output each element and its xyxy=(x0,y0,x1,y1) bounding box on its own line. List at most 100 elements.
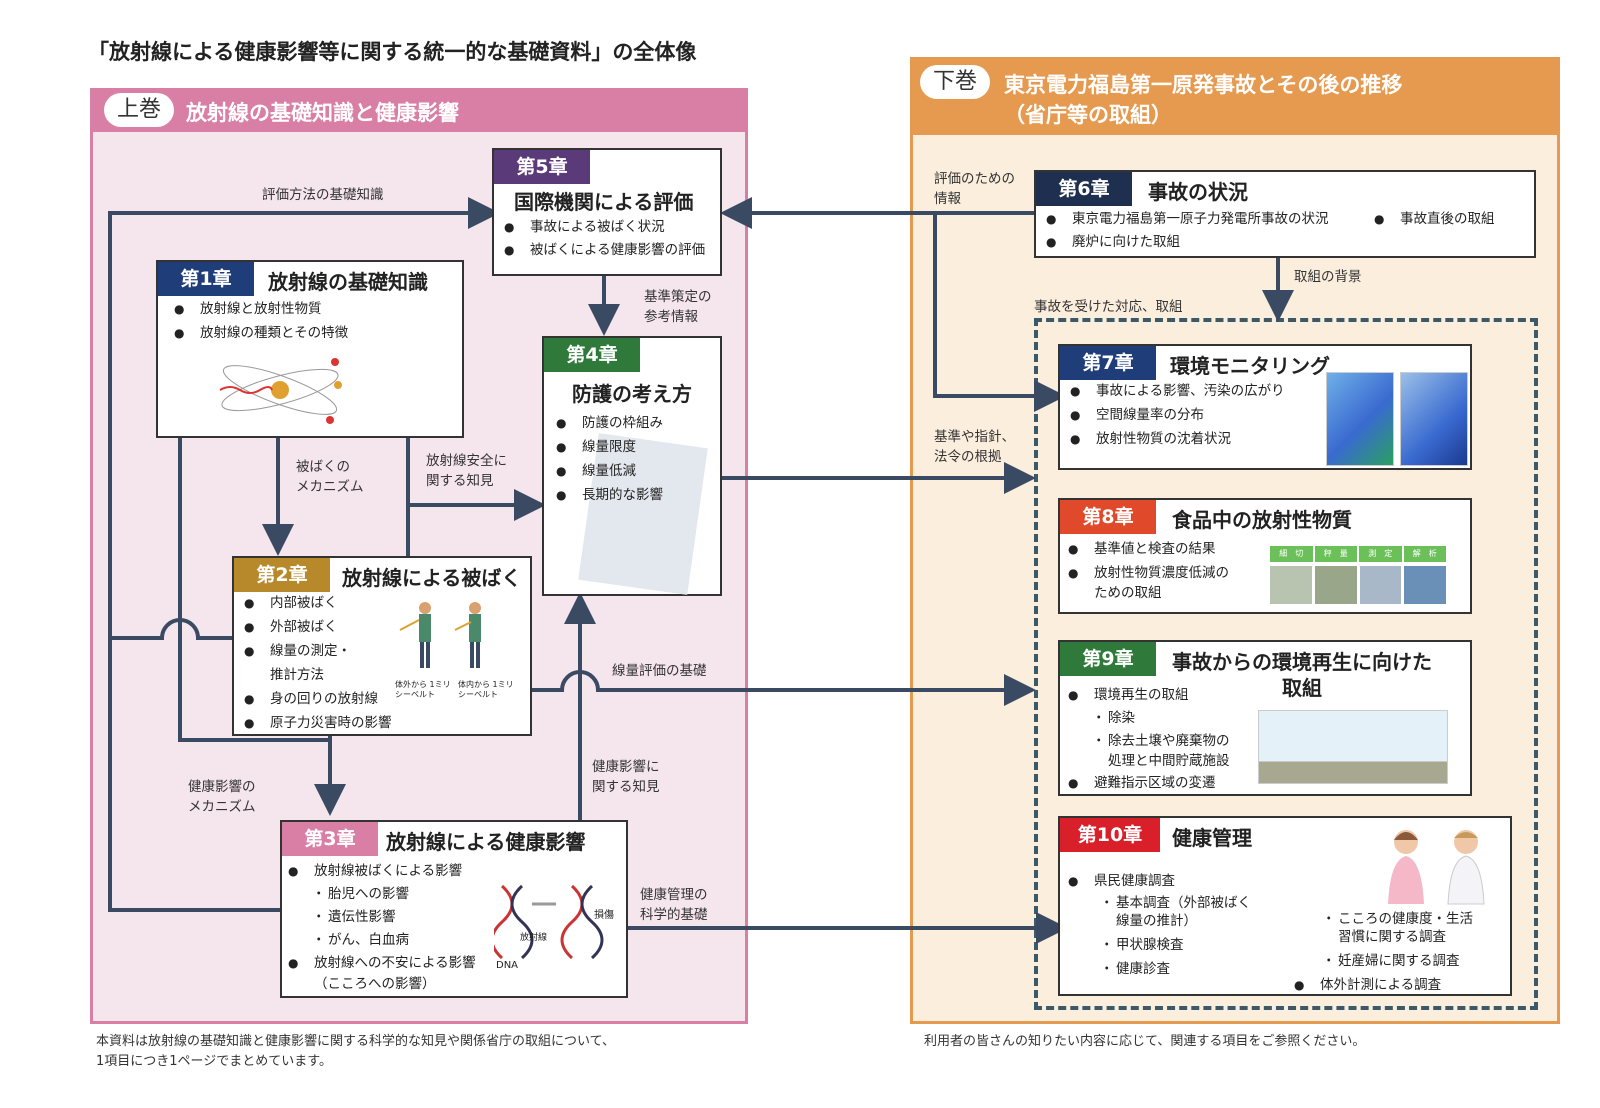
chapter-10-tag: 第10章 xyxy=(1060,818,1160,852)
label-health-know-2: 関する知見 xyxy=(592,779,660,795)
fig-label-damage: 損傷 xyxy=(594,910,614,921)
chapter-5-item: 事故による被ばく状況 xyxy=(504,216,665,239)
chapter-5-item: 被ばくによる健康影響の評価 xyxy=(504,239,705,262)
label-eval-basic: 評価方法の基礎知識 xyxy=(262,187,384,203)
flow-step: 細 切 xyxy=(1270,546,1313,562)
chapter-6-tag: 第6章 xyxy=(1036,172,1132,206)
chapter-10-item: 県民健康調査 xyxy=(1068,870,1175,893)
chapter-7-item: 事故による影響、汚染の広がり xyxy=(1070,380,1285,403)
chapter-4-item: 防護の枠組み xyxy=(556,412,663,435)
fig-label-internal: 体内から 1ミリシーベルト xyxy=(458,680,514,699)
chapter-3-subitem: 胎児への影響 xyxy=(290,883,409,906)
radiation-illustration xyxy=(219,358,342,424)
label-hm-basis-2: 科学的基礎 xyxy=(640,907,708,923)
label-response: 事故を受けた対応、取組 xyxy=(1034,299,1183,315)
footer-left-line-2: 1項目につき1ページでまとめています。 xyxy=(96,1054,332,1069)
label-safety-2: 関する知見 xyxy=(426,473,494,489)
lower-volume-subtitle: （省庁等の取組） xyxy=(1004,103,1172,127)
footer-left-line-1: 本資料は放射線の基礎知識と健康影響に関する科学的な知見や関係省庁の取組について、 xyxy=(96,1034,615,1049)
flow-step: 測 定 xyxy=(1359,546,1402,562)
chapter-9-subitem: 除染 xyxy=(1070,707,1135,730)
flow-step: 解 析 xyxy=(1403,546,1446,562)
chapter-5-title: 国際機関による評価 xyxy=(514,190,694,214)
chapter-2-tag: 第2章 xyxy=(234,558,330,592)
chapter-4-item: 線量限度 xyxy=(556,436,636,459)
chapter-4-item: 線量低減 xyxy=(556,460,636,483)
chapter-4-title: 防護の考え方 xyxy=(572,382,692,406)
chapter-8-title: 食品中の放射性物質 xyxy=(1172,508,1352,532)
chapter-2-item-cont: 推計方法 xyxy=(270,667,324,683)
label-safety-1: 放射線安全に xyxy=(426,453,507,469)
chapter-5-tag: 第5章 xyxy=(494,150,590,184)
chapter-2-item: 原子力災害時の影響 xyxy=(244,712,392,735)
upper-volume-title: 放射線の基礎知識と健康影響 xyxy=(186,101,459,125)
lower-volume-title: 東京電力福島第一原発事故とその後の推移 xyxy=(1004,73,1403,97)
chapter-9-tag: 第9章 xyxy=(1060,642,1156,676)
chapter-8-item: 基準値と検査の結果 xyxy=(1068,538,1216,561)
chapter-6-item: 東京電力福島第一原子力発電所事故の状況 xyxy=(1046,208,1329,231)
chapter-10-subitem-cont: 習慣に関する調査 xyxy=(1338,929,1446,945)
fig-label-external: 体外から 1ミリシーベルト xyxy=(395,680,451,699)
chapter-10-title: 健康管理 xyxy=(1172,826,1252,850)
footer-right: 利用者の皆さんの知りたい内容に応じて、関連する項目をご参照ください。 xyxy=(924,1034,1366,1049)
label-health-mech-2: メカニズム xyxy=(188,799,256,815)
doctor-patient-illustration xyxy=(1388,830,1485,905)
remediation-illustration xyxy=(1258,710,1448,784)
chapter-1-tag: 第1章 xyxy=(158,262,254,296)
chapter-3-tag: 第3章 xyxy=(282,822,378,856)
chapter-6-title: 事故の状況 xyxy=(1148,180,1248,204)
upper-volume-tag: 上巻 xyxy=(104,93,174,127)
label-std-basis-2: 法令の根拠 xyxy=(934,449,1002,465)
chapter-7-tag: 第7章 xyxy=(1060,346,1156,380)
chapter-1-item: 放射線の種類とその特徴 xyxy=(174,322,348,345)
label-std-ref-1: 基準策定の xyxy=(644,289,712,305)
chapter-1-item: 放射線と放射性物質 xyxy=(174,298,322,321)
chapter-7-title: 環境モニタリング xyxy=(1170,354,1330,378)
chapter-7-item: 放射性物質の沈着状況 xyxy=(1070,428,1231,451)
page-title: 「放射線による健康影響等に関する統一的な基礎資料」の全体像 xyxy=(88,40,697,64)
chapter-3-item-cont: （こころへの影響） xyxy=(314,976,436,992)
chapter-1-title: 放射線の基礎知識 xyxy=(268,270,428,294)
chapter-3-subitem: 遺伝性影響 xyxy=(290,906,396,929)
chapter-3-item: 放射線被ばくによる影響 xyxy=(288,860,462,883)
chapter-4-item: 長期的な影響 xyxy=(556,484,663,507)
inspection-photos xyxy=(1270,566,1446,604)
chapter-6-item: 廃炉に向けた取組 xyxy=(1046,231,1180,254)
label-info-2: 情報 xyxy=(934,191,961,207)
lower-volume-tag: 下巻 xyxy=(920,65,990,99)
label-hm-basis-1: 健康管理の xyxy=(640,887,708,903)
chapter-2-item: 内部被ばく xyxy=(244,592,338,615)
chapter-9-item: 避難指示区域の変遷 xyxy=(1068,772,1216,795)
person-dose-illustration xyxy=(399,602,481,668)
label-background: 取組の背景 xyxy=(1294,269,1362,285)
chapter-9-subitem-cont: 処理と中間貯蔵施設 xyxy=(1108,753,1230,769)
label-mech-exp-1: 被ばくの xyxy=(296,459,350,475)
chapter-6-item: 事故直後の取組 xyxy=(1374,208,1495,231)
chapter-3-item: 放射線への不安による影響 xyxy=(288,952,476,975)
chapter-10-subitem: 甲状腺検査 xyxy=(1078,934,1184,957)
chapter-2-item: 線量の測定・ xyxy=(244,640,351,663)
label-mech-exp-2: メカニズム xyxy=(296,479,364,495)
label-std-basis-1: 基準や指針、 xyxy=(934,429,1015,445)
dna-illustration xyxy=(494,884,604,960)
label-info-1: 評価のための xyxy=(934,171,1015,187)
upper-volume-header xyxy=(90,88,748,132)
chapter-10-subitem: 基本調査（外部被ばく xyxy=(1078,892,1251,915)
chapter-3-title: 放射線による健康影響 xyxy=(386,830,586,854)
label-dose-eval: 線量評価の基礎 xyxy=(612,663,707,679)
chapter-2-item: 外部被ばく xyxy=(244,616,338,639)
chapter-10-subitem: 健康診査 xyxy=(1078,958,1170,981)
chapter-9-title: 事故からの環境再生に向けた xyxy=(1172,650,1432,674)
chapter-3-subitem: がん、白血病 xyxy=(290,929,409,952)
chapter-8-item: 放射性物質濃度低減の xyxy=(1068,562,1229,585)
fig-label-dna: DNA xyxy=(496,960,519,971)
chapter-10-subitem: こころの健康度・生活 xyxy=(1300,908,1473,931)
chapter-9-subitem: 除去土壌や廃棄物の xyxy=(1070,730,1230,753)
chapter-8-item-cont: ための取組 xyxy=(1094,585,1162,601)
chapter-9-item: 環境再生の取組 xyxy=(1068,684,1189,707)
deposition-map-image xyxy=(1400,372,1468,466)
chapter-4-tag: 第4章 xyxy=(544,338,640,372)
chapter-9-title-cont: 取組 xyxy=(1282,676,1322,700)
chapter-7-item: 空間線量率の分布 xyxy=(1070,404,1204,427)
